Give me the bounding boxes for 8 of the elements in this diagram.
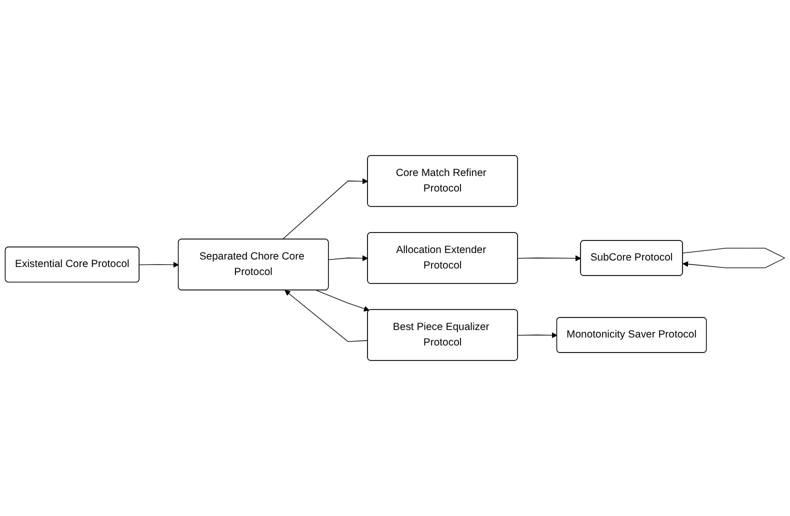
arrow	[328, 255, 368, 262]
arrow	[316, 290, 370, 312]
arrow	[682, 248, 785, 268]
arrow	[518, 255, 582, 262]
arrow	[139, 262, 179, 268]
arrow	[284, 290, 368, 342]
arrow	[518, 332, 558, 338]
arrow	[282, 178, 368, 240]
